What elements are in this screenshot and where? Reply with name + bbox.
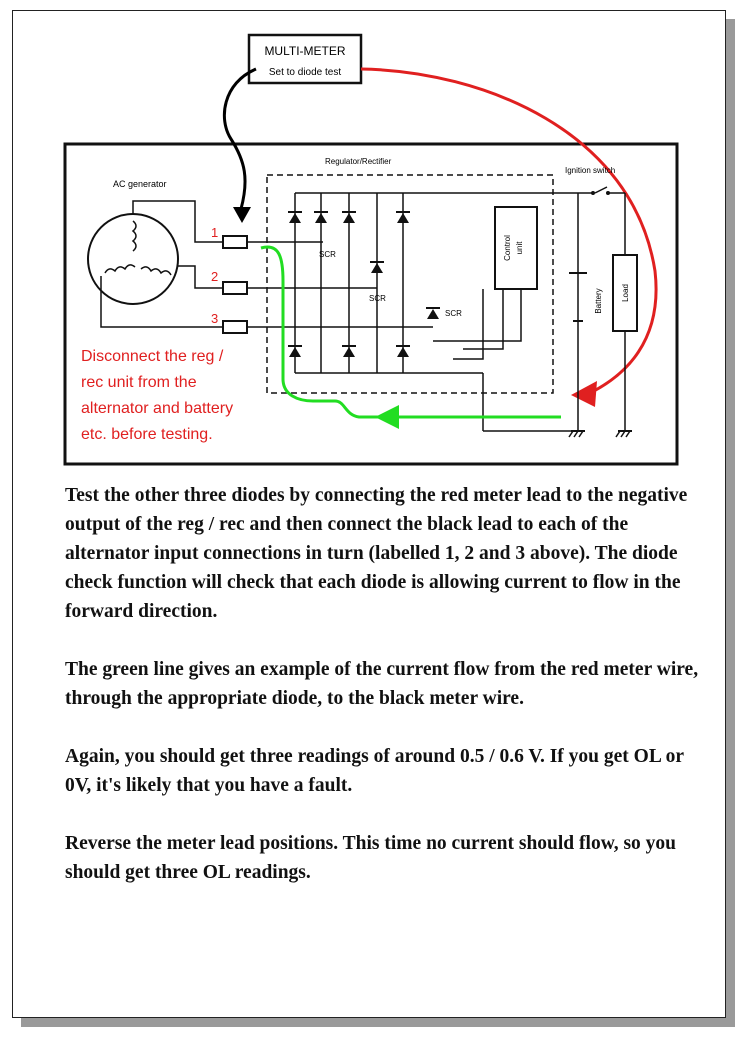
red-lead-arrow <box>571 381 597 407</box>
diode-lower-1 <box>288 345 302 357</box>
diode-upper-3 <box>342 211 356 223</box>
load-label: Load <box>621 284 630 302</box>
ignition-switch-label: Ignition switch <box>565 166 615 175</box>
diode-lower-2 <box>342 345 356 357</box>
battery-label: Battery <box>594 288 603 313</box>
scr-label-1: SCR <box>319 250 336 259</box>
diagram-frame <box>63 142 679 466</box>
scr-label-2: SCR <box>369 294 386 303</box>
input-connector-3 <box>222 320 248 334</box>
regulator-rectifier-box <box>266 174 554 394</box>
input-label-1: 1 <box>211 225 218 240</box>
ground-symbol-2 <box>615 430 632 438</box>
scr-2 <box>426 307 440 319</box>
document-page: MULTI-METER Set to diode test AC generat… <box>12 10 726 1018</box>
green-current-path <box>260 245 561 419</box>
warning-line-4: etc. before testing. <box>81 426 213 443</box>
meter-subtitle: Set to diode test <box>269 67 341 78</box>
instructions-text: Test the other three diodes by connectin… <box>65 481 705 916</box>
ground-symbol-1 <box>568 430 585 438</box>
control-unit <box>494 206 538 290</box>
warning-line-1: Disconnect the reg / <box>81 348 224 365</box>
diode-upper-2 <box>314 211 328 223</box>
scr-1 <box>370 261 384 273</box>
black-meter-lead <box>222 67 257 210</box>
diode-upper-1 <box>288 211 302 223</box>
scr-label-3: SCR <box>445 309 462 318</box>
paragraph-3: Again, you should get three readings of … <box>65 746 684 796</box>
diode-lower-3 <box>396 345 410 357</box>
ac-generator-label: AC generator <box>113 179 167 189</box>
diode-upper-4 <box>396 211 410 223</box>
warning-line-3: alternator and battery <box>81 400 233 417</box>
meter-title: MULTI-METER <box>264 44 345 58</box>
warning-line-2: rec unit from the <box>81 374 197 391</box>
control-unit-label-1: Control <box>503 235 512 261</box>
input-connector-2 <box>222 281 248 295</box>
input-label-3: 3 <box>211 311 218 326</box>
paragraph-2: The green line gives an example of the c… <box>65 659 699 709</box>
input-connector-1 <box>222 235 248 249</box>
paragraph-1: Test the other three diodes by connectin… <box>65 485 688 622</box>
input-label-2: 2 <box>211 269 218 284</box>
circuit-diagram: MULTI-METER Set to diode test AC generat… <box>63 33 679 466</box>
paragraph-4: Reverse the meter lead positions. This t… <box>65 833 677 883</box>
regulator-label: Regulator/Rectifier <box>325 157 392 166</box>
black-lead-arrow <box>233 207 251 223</box>
green-path-arrow <box>375 405 399 429</box>
red-meter-lead <box>360 67 658 396</box>
control-unit-label-2: unit <box>515 241 524 255</box>
multimeter-box: MULTI-METER Set to diode test <box>247 33 363 85</box>
